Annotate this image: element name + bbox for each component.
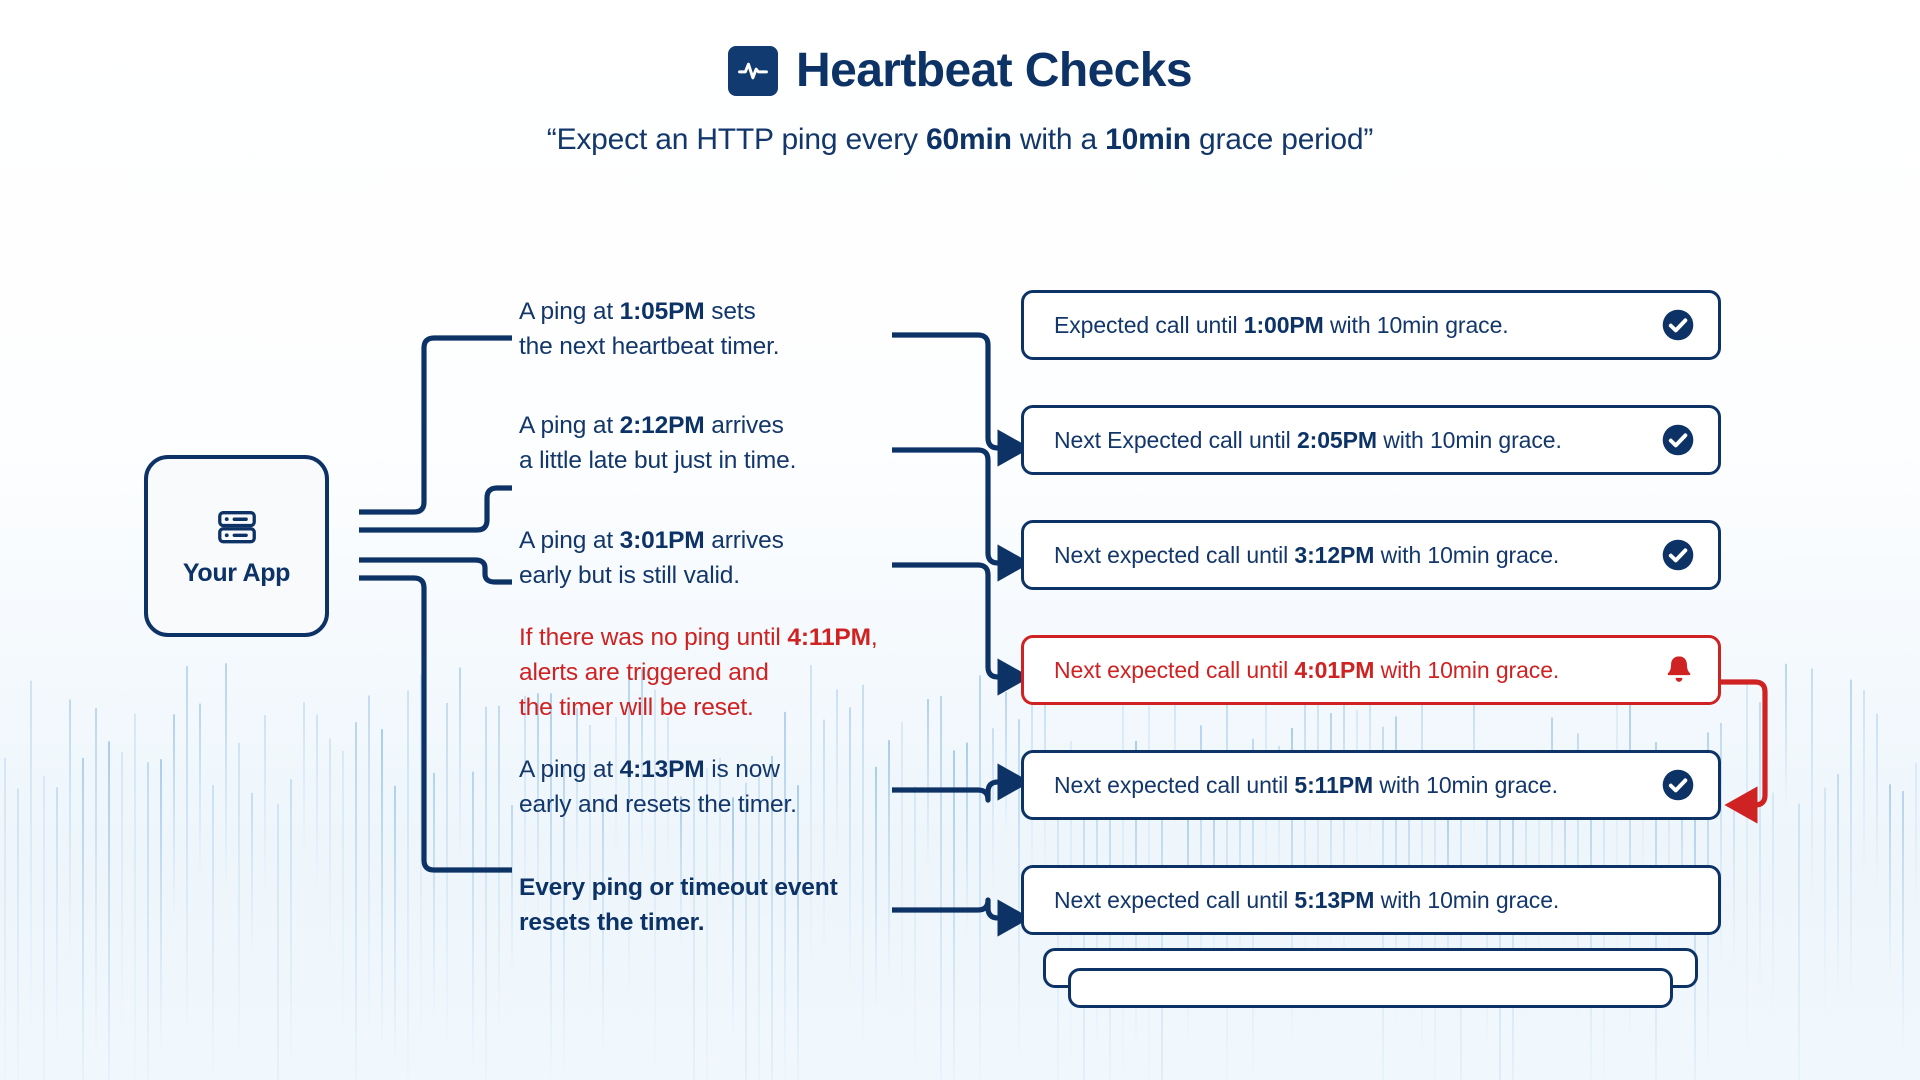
- event-description-ping-1-05pm: A ping at 1:05PM sets the next heartbeat …: [519, 294, 780, 364]
- card-text: Next expected call until 3:12PM with 10m…: [1054, 542, 1646, 569]
- check-circle-icon: [1660, 422, 1696, 458]
- card-text: Next expected call until 5:13PM with 10m…: [1054, 887, 1696, 914]
- event-time: 4:11PM: [787, 624, 871, 651]
- event-description-no-ping-4-11pm: If there was no ping until 4:11PM, alerts…: [519, 620, 878, 725]
- event-text-a: If there was no ping until: [519, 624, 788, 651]
- expectation-card-2-05pm[interactable]: Next Expected call until 2:05PM with 10m…: [1021, 405, 1721, 475]
- card-prefix: Next expected call until: [1054, 886, 1295, 913]
- your-app-label: Your App: [182, 558, 291, 587]
- subtitle-prefix: “Expect an HTTP ping every: [546, 123, 926, 156]
- event-description-ping-4-13pm: A ping at 4:13PM is now early and resets …: [519, 752, 797, 822]
- card-time: 5:11PM: [1294, 771, 1374, 798]
- card-time: 1:00PM: [1243, 311, 1324, 338]
- header: Heartbeat Checks “Expect an HTTP ping ev…: [0, 0, 1920, 157]
- event-text-c: arrives: [704, 412, 784, 439]
- card-prefix: Next Expected call until: [1054, 426, 1297, 453]
- event-text-a: A ping at: [519, 298, 620, 325]
- event-description-ping-2-12pm: A ping at 2:12PM arrives a little late bu…: [519, 408, 796, 478]
- event-text-line2: resets the timer.: [519, 909, 705, 936]
- card-text: Next expected call until 4:01PM with 10m…: [1054, 657, 1648, 684]
- card-time: 5:13PM: [1294, 886, 1375, 913]
- event-text-line3: the timer will be reset.: [519, 694, 754, 721]
- event-text-c: sets: [704, 298, 756, 325]
- event-text-a: Every ping or timeout event: [519, 874, 838, 901]
- check-circle-icon: [1660, 537, 1696, 573]
- subtitle-interval: 60min: [926, 123, 1012, 156]
- page-subtitle: “Expect an HTTP ping every 60min with a …: [0, 123, 1920, 157]
- event-text-c: ,: [870, 624, 878, 651]
- heartbeat-pulse-icon: [728, 46, 779, 96]
- bell-alert-icon: [1662, 653, 1696, 687]
- event-text-line2: a little late but just in time.: [519, 447, 797, 474]
- card-suffix: with 10min grace.: [1374, 656, 1560, 683]
- event-time: 3:01PM: [619, 527, 705, 554]
- title-row: Heartbeat Checks: [0, 46, 1920, 96]
- event-text-a: A ping at: [519, 756, 620, 783]
- event-text-c: arrives: [704, 527, 784, 554]
- card-time: 4:01PM: [1294, 656, 1375, 683]
- card-prefix: Next expected call until: [1054, 541, 1295, 568]
- subtitle-middle: with a: [1011, 123, 1106, 156]
- card-suffix: with 10min grace.: [1374, 541, 1560, 568]
- card-text: Expected call until 1:00PM with 10min gr…: [1054, 312, 1646, 339]
- event-time: 4:13PM: [619, 756, 705, 783]
- event-description-ping-3-01pm: A ping at 3:01PM arrives early but is st…: [519, 523, 784, 593]
- card-suffix: with 10min grace.: [1323, 311, 1509, 338]
- event-text-line2: alerts are triggered and: [519, 659, 769, 686]
- event-text-line2: early but is still valid.: [519, 562, 740, 589]
- expectation-card-1-00pm[interactable]: Expected call until 1:00PM with 10min gr…: [1021, 290, 1721, 360]
- card-prefix: Next expected call until: [1054, 771, 1295, 798]
- expectation-card-5-11pm[interactable]: Next expected call until 5:11PM with 10m…: [1021, 750, 1721, 820]
- card-suffix: with 10min grace.: [1374, 886, 1560, 913]
- your-app-node[interactable]: Your App: [144, 455, 329, 637]
- expectation-card-5-13pm[interactable]: Next expected call until 5:13PM with 10m…: [1021, 865, 1721, 935]
- event-time: 2:12PM: [619, 412, 705, 439]
- expectation-card-3-12pm[interactable]: Next expected call until 3:12PM with 10m…: [1021, 520, 1721, 590]
- card-suffix: with 10min grace.: [1376, 426, 1562, 453]
- expectation-card-4-01pm-alert[interactable]: Next expected call until 4:01PM with 10m…: [1021, 635, 1721, 705]
- event-text-a: A ping at: [519, 412, 620, 439]
- event-text-c: is now: [704, 756, 780, 783]
- card-time: 2:05PM: [1296, 426, 1377, 453]
- ghost-card-2: [1068, 968, 1673, 1008]
- event-text-a: A ping at: [519, 527, 620, 554]
- subtitle-grace: 10min: [1105, 123, 1191, 156]
- card-prefix: Expected call until: [1054, 311, 1244, 338]
- event-text-line2: the next heartbeat timer.: [519, 333, 780, 360]
- card-text: Next Expected call until 2:05PM with 10m…: [1054, 427, 1646, 454]
- card-suffix: with 10min grace.: [1373, 771, 1558, 798]
- card-prefix: Next expected call until: [1054, 656, 1295, 683]
- event-text-line2: early and resets the timer.: [519, 791, 797, 818]
- event-description-every-ping-note: Every ping or timeout event resets the ti…: [519, 870, 838, 940]
- card-text: Next expected call until 5:11PM with 10m…: [1054, 772, 1646, 799]
- check-circle-icon: [1660, 307, 1696, 343]
- check-circle-icon: [1660, 767, 1696, 803]
- subtitle-suffix: grace period”: [1190, 123, 1374, 156]
- event-time: 1:05PM: [619, 298, 705, 325]
- server-icon: [215, 505, 259, 549]
- card-time: 3:12PM: [1294, 541, 1375, 568]
- page-title: Heartbeat Checks: [796, 44, 1193, 97]
